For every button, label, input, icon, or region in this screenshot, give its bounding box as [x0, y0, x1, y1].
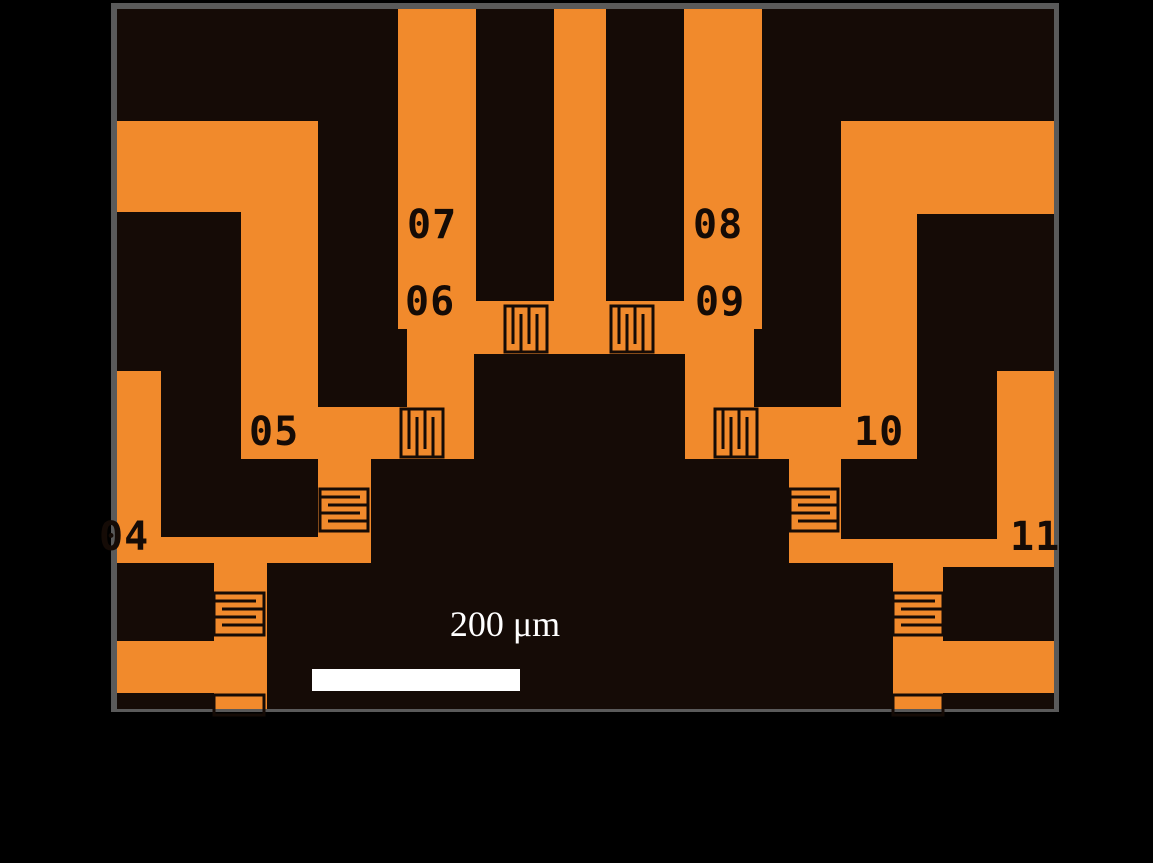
contact-09: [609, 304, 655, 354]
trace-10: [784, 121, 1054, 459]
pad-label-06: 06: [405, 279, 456, 325]
trace-10-link: [685, 407, 784, 459]
micrograph-image: 07 08 06 09 05 10 04 11 200 μm: [99, 9, 1059, 717]
trace-04: [117, 371, 371, 709]
metal-traces: [117, 9, 1054, 717]
contact-05: [399, 407, 445, 459]
contact-10: [713, 407, 759, 459]
scale-bar-label: 200 μm: [449, 604, 561, 644]
contact-12: [891, 591, 945, 637]
micrograph-frame: 07 08 06 09 05 10 04 11 200 μm: [99, 3, 1059, 717]
pad-label-08: 08: [693, 202, 744, 248]
contact-11: [788, 487, 840, 533]
trace-08-09: [606, 9, 762, 455]
contact-04: [318, 487, 370, 533]
pad-label-05: 05: [249, 409, 300, 455]
pad-label-11: 11: [1010, 514, 1061, 560]
trace-05: [117, 121, 375, 459]
contact-06: [503, 304, 549, 354]
interdigitated-contacts: [212, 304, 945, 717]
pad-label-09: 09: [695, 279, 746, 325]
pad-label-10: 10: [854, 409, 905, 455]
trace-12: [943, 641, 1054, 693]
central-electrode: [267, 354, 893, 709]
trace-11: [789, 371, 1054, 709]
metal-layer: [117, 9, 1054, 709]
scale-bar: [312, 669, 520, 691]
trace-center: [554, 9, 606, 354]
trace-07-06: [398, 9, 554, 455]
pad-label-04: 04: [99, 514, 150, 560]
trace-03: [117, 641, 214, 693]
pad-label-07: 07: [407, 202, 458, 248]
contact-03: [212, 591, 266, 637]
